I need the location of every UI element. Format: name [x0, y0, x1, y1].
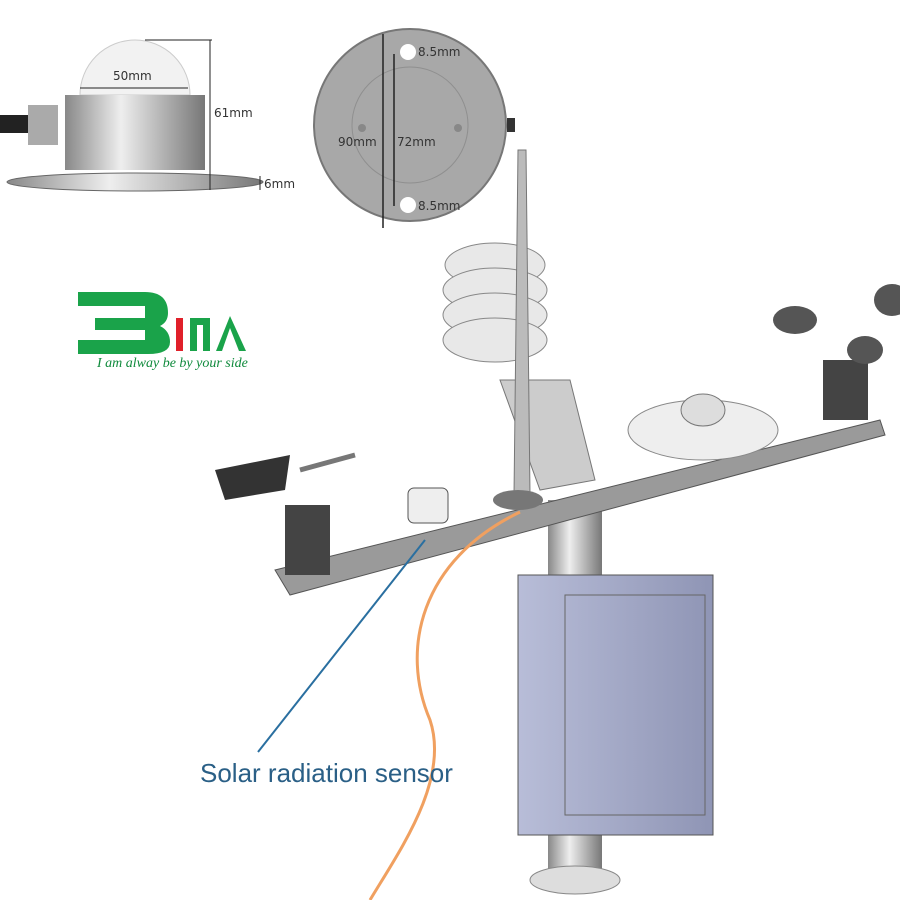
dim-hole-top: 8.5mm — [418, 45, 460, 59]
solar-sensor-label: Solar radiation sensor — [200, 758, 453, 788]
weather-station — [215, 149, 900, 900]
dim-dome: 50mm — [113, 69, 152, 83]
dim-spacing: 72mm — [397, 135, 436, 149]
sensor-top-view — [313, 28, 515, 228]
bina-logo — [78, 292, 246, 354]
dim-outer: 90mm — [338, 135, 377, 149]
dim-hole-bottom: 8.5mm — [418, 199, 460, 213]
logo-slogan: I am alway be by your side — [97, 356, 248, 371]
callout-line — [257, 539, 426, 753]
dim-height: 61mm — [214, 106, 253, 120]
sensor-side-view — [0, 39, 264, 192]
dim-base: 6mm — [264, 177, 295, 191]
